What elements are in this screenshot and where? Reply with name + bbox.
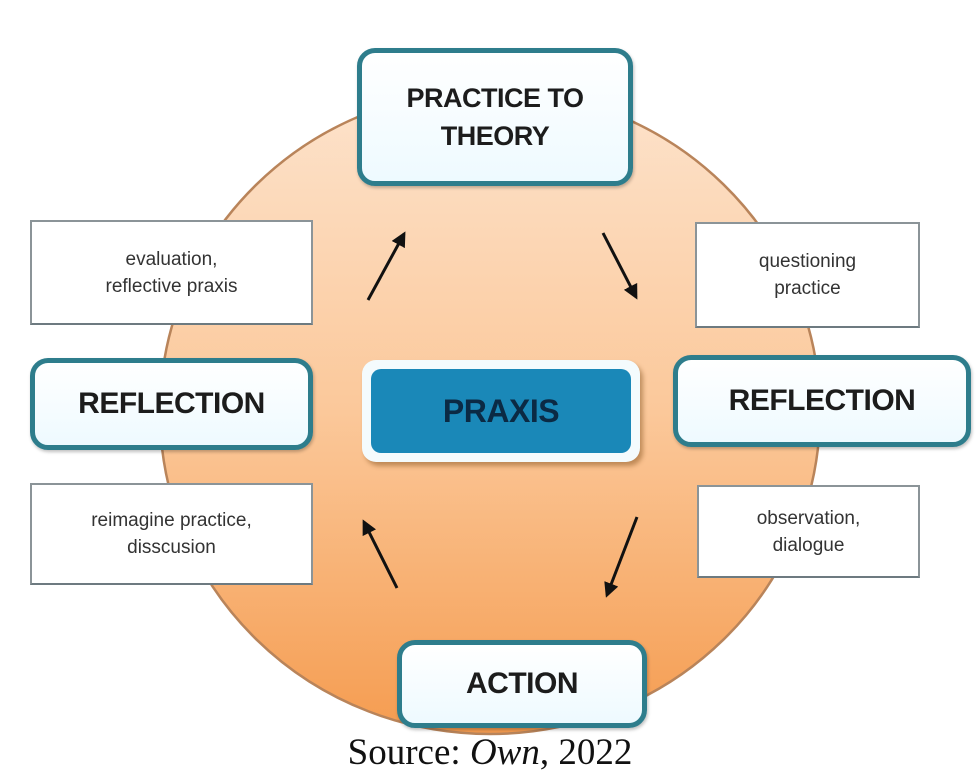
caption-prefix: Source:: [347, 732, 470, 773]
arrow-right-to-bottom: [604, 516, 639, 598]
stage-practice-to-theory: PRACTICE TO THEORY: [357, 48, 633, 186]
stage-reflection-left: REFLECTION: [30, 358, 313, 450]
caption-author: Own: [469, 732, 540, 773]
transition-label-evaluation: evaluation, reflective praxis: [30, 220, 313, 325]
arrow-bottom-to-left: [362, 519, 399, 589]
transition-label-reimagine: reimagine practice, disscusion: [30, 483, 313, 585]
center-praxis-box: PRAXIS: [362, 360, 640, 462]
stage-reflection-right: REFLECTION: [673, 355, 971, 447]
stage-action: ACTION: [397, 640, 647, 728]
transition-label-questioning: questioning practice: [695, 222, 920, 328]
arrow-bottom-left-to-top-left: [366, 231, 406, 301]
arrow-top-right-to-right: [601, 232, 638, 300]
center-praxis-label: PRAXIS: [371, 369, 631, 453]
figure-caption: Source: Own, 2022: [0, 731, 980, 774]
caption-year: , 2022: [539, 732, 633, 773]
transition-label-observation: observation, dialogue: [697, 485, 920, 578]
